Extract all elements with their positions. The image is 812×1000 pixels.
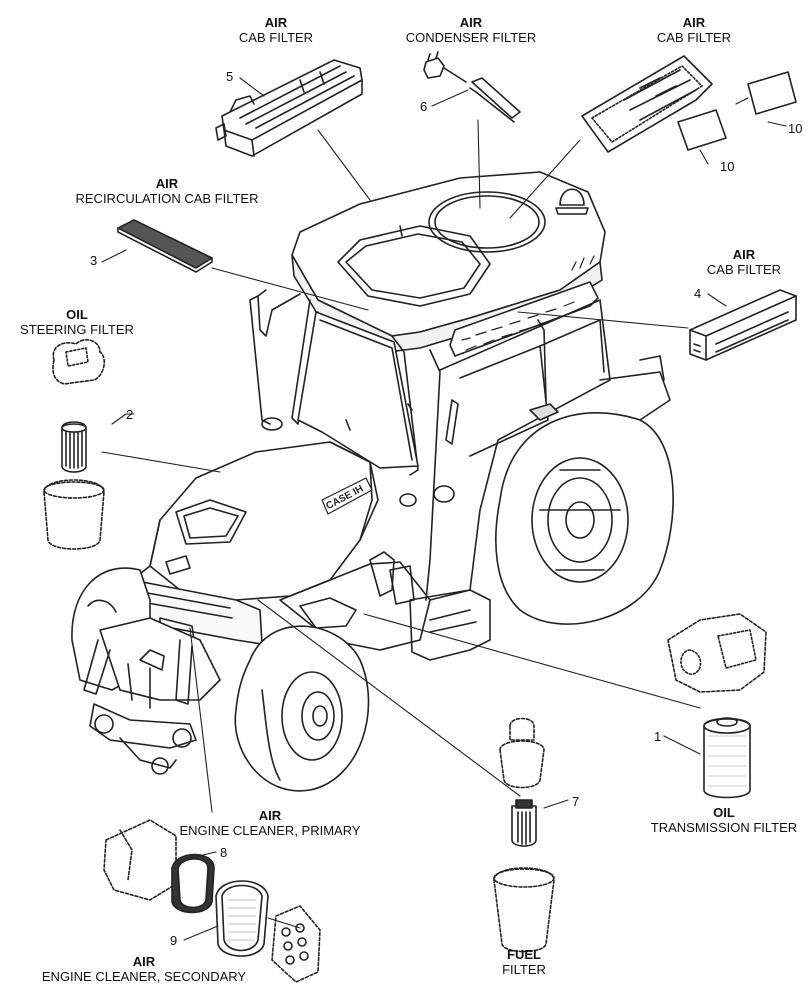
label-oil-steering: OIL STEERING FILTER [20,307,134,337]
label-air-cab-filter-10: AIR CAB FILTER [656,15,732,45]
label-air-recirculation: AIR RECIRCULATION CAB FILTER [75,176,259,206]
part-1-transmission-filter [667,613,767,799]
leader-lines [101,77,787,941]
label-air-cab-filter-4: AIR CAB FILTER [706,247,782,277]
cab-body [249,289,671,601]
rear-wheel [495,412,674,625]
part-7-fuel-filter [493,717,555,953]
callout-2: 2 [126,407,134,422]
callout-5: 5 [226,69,234,84]
cab-roof [291,171,606,357]
part-3-recirculation-filter [117,219,213,273]
part-5-cab-filter [215,59,363,157]
label-air-condenser-filter: AIR CONDENSER FILTER [405,15,537,45]
label-air-engine-primary: AIR ENGINE CLEANER, PRIMARY [179,808,361,838]
callout-9: 9 [170,933,178,948]
callout-4: 4 [694,286,702,301]
label-air-engine-secondary: AIR ENGINE CLEANER, SECONDARY [41,954,247,984]
part-10-cab-filter-assembly [581,55,797,153]
label-fuel-filter: FUEL FILTER [502,947,546,977]
callout-10-lower: 10 [720,159,735,174]
part-4-cab-filter [689,289,797,361]
callout-3: 3 [90,253,98,268]
label-oil-transmission: OIL TRANSMISSION FILTER [650,805,798,835]
label-air-cab-filter-5: AIR CAB FILTER [238,15,314,45]
part-2-steering-filter [43,339,106,550]
callout-6: 6 [420,99,428,114]
callout-1: 1 [654,729,662,744]
part-6-condenser-filter [423,51,521,123]
front-linkage [83,617,221,775]
callout-7: 7 [572,794,580,809]
callout-8: 8 [220,845,228,860]
hood [127,441,379,645]
front-wheel-right [234,625,370,792]
callout-10-upper: 10 [788,121,803,136]
parts-8-9-engine-cleaners [103,819,321,983]
